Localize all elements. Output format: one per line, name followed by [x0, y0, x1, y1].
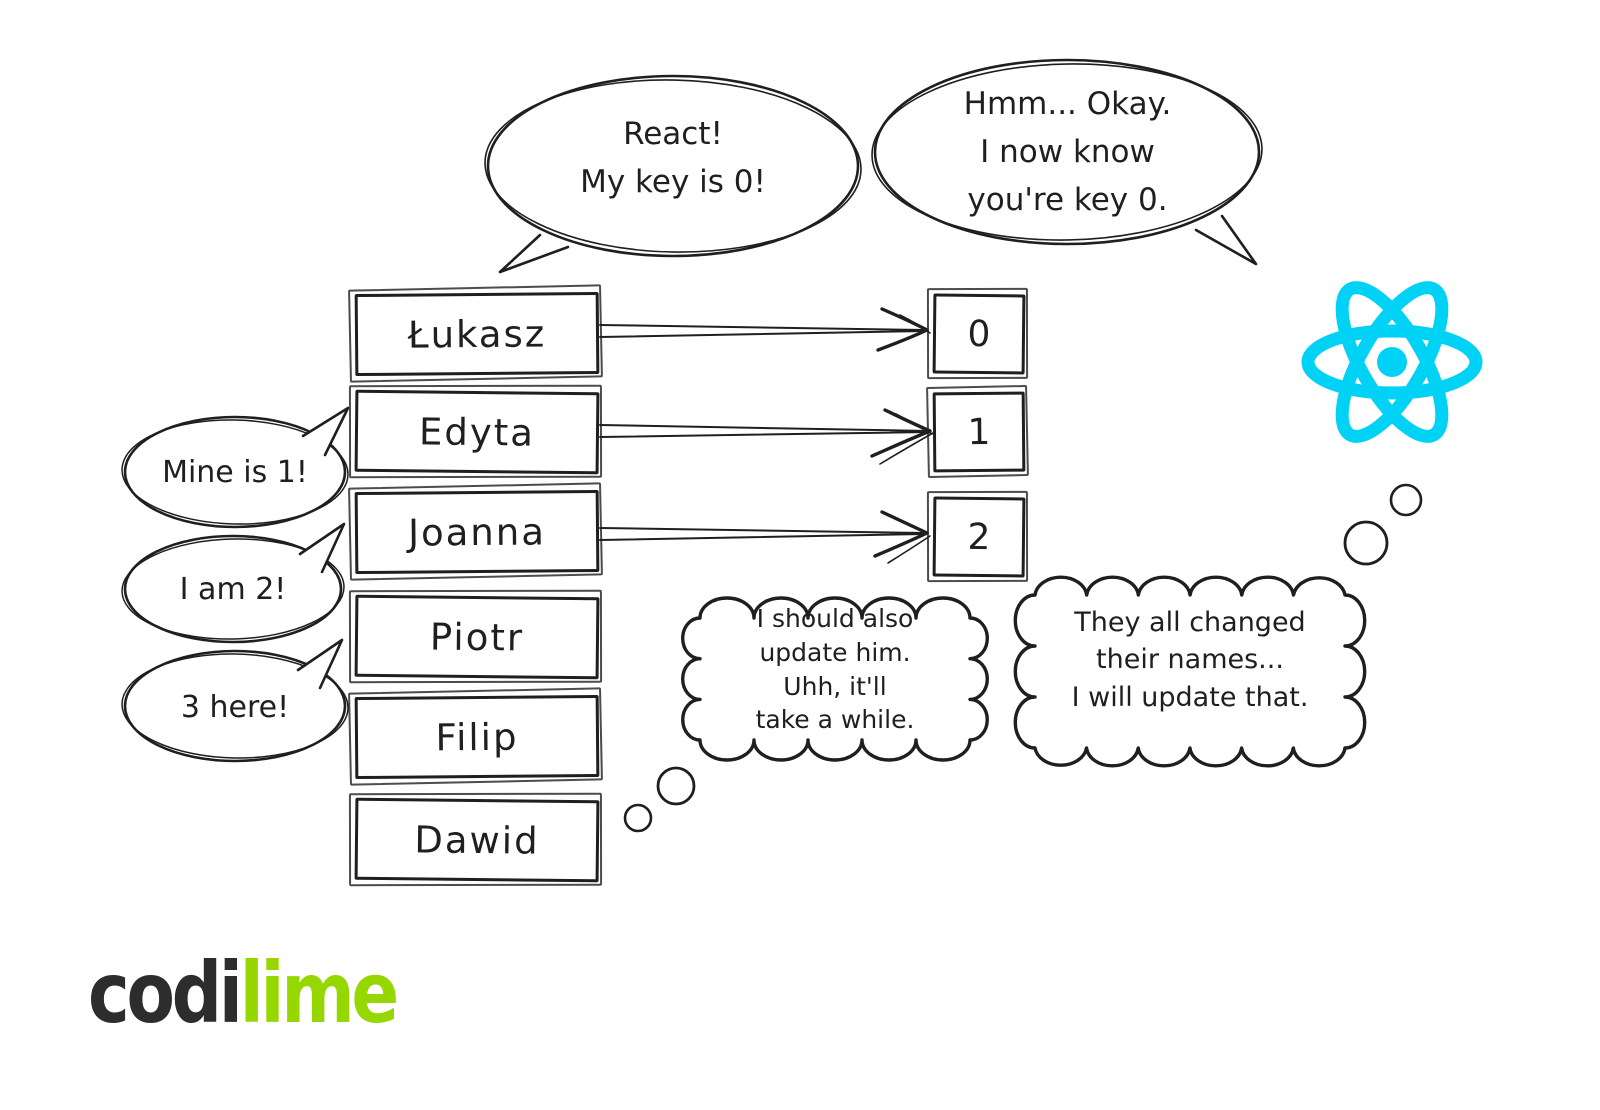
name-box-edyta: Edyta [354, 389, 600, 475]
arrow-joanna-to-2 [599, 510, 931, 564]
name-box-piotr: Piotr [354, 594, 600, 680]
name-box-lukasz: Łukasz [354, 291, 600, 377]
name-label: Dawid [414, 817, 540, 863]
thought-update-all-line1: They all changed [1074, 607, 1306, 638]
speech-react-ack-line2: I now know [980, 134, 1155, 171]
speech-react-ack-line3: you're key 0. [967, 182, 1168, 219]
speech-i-am-2: I am 2! [179, 572, 287, 607]
key-label: 1 [967, 411, 991, 453]
speech-3-here: 3 here! [180, 690, 290, 725]
thought-update-him: I should also update him. Uhh, it'll tak… [706, 602, 964, 737]
speech-bubble-3-here-outline [121, 638, 349, 763]
codilime-logo: codilime [88, 944, 400, 1042]
thought-update-him-line4: take a while. [755, 705, 915, 735]
speech-react-claim-line2: My key is 0! [580, 164, 766, 201]
arrow-lukasz-to-0 [599, 307, 931, 352]
thought-cloud-update-all-outline [1013, 483, 1423, 768]
arrow-edyta-to-1 [599, 408, 934, 465]
thought-update-him-line3: Uhh, it'll [783, 671, 887, 701]
name-label: Joanna [407, 509, 547, 555]
thought-update-all-line2: their names... [1096, 644, 1284, 676]
thought-update-him-line1: I should also [756, 604, 914, 633]
thought-update-him-line2: update him. [759, 637, 911, 667]
speech-bubble-i-am-2-outline [121, 522, 346, 644]
codilime-logo-dark: codi [88, 944, 243, 1042]
speech-react-claim-line1: React! [623, 116, 723, 152]
thought-update-all: They all changed their names... I will u… [1030, 604, 1350, 716]
name-label: Piotr [429, 615, 525, 659]
name-box-joanna: Joanna [354, 489, 600, 575]
thought-cloud-update-him-outline [623, 596, 989, 833]
name-label: Filip [435, 715, 519, 759]
key-box-2: 2 [932, 496, 1026, 578]
key-box-0: 0 [932, 293, 1026, 375]
speech-react-ack: Hmm... Okay. I now know you're key 0. [885, 80, 1250, 224]
speech-bubble-mine-is-1-outline [121, 406, 350, 529]
speech-react-claim: React! My key is 0! [505, 110, 841, 206]
name-label: Edyta [418, 409, 536, 455]
key-box-1: 1 [932, 391, 1026, 473]
key-label: 0 [967, 313, 991, 355]
react-logo-icon [1301, 281, 1483, 443]
name-box-filip: Filip [354, 694, 600, 780]
name-label: Łukasz [407, 311, 547, 357]
speech-mine-is-1: Mine is 1! [162, 455, 308, 490]
thought-update-all-line3: I will update that. [1071, 681, 1309, 713]
speech-bubble-react-claim-outline [484, 74, 862, 274]
codilime-logo-green: lime [239, 944, 400, 1042]
speech-react-ack-line1: Hmm... Okay. [963, 86, 1172, 122]
speech-bubble-react-ack-outline [871, 58, 1263, 266]
key-label: 2 [967, 516, 991, 558]
name-box-dawid: Dawid [354, 797, 600, 883]
